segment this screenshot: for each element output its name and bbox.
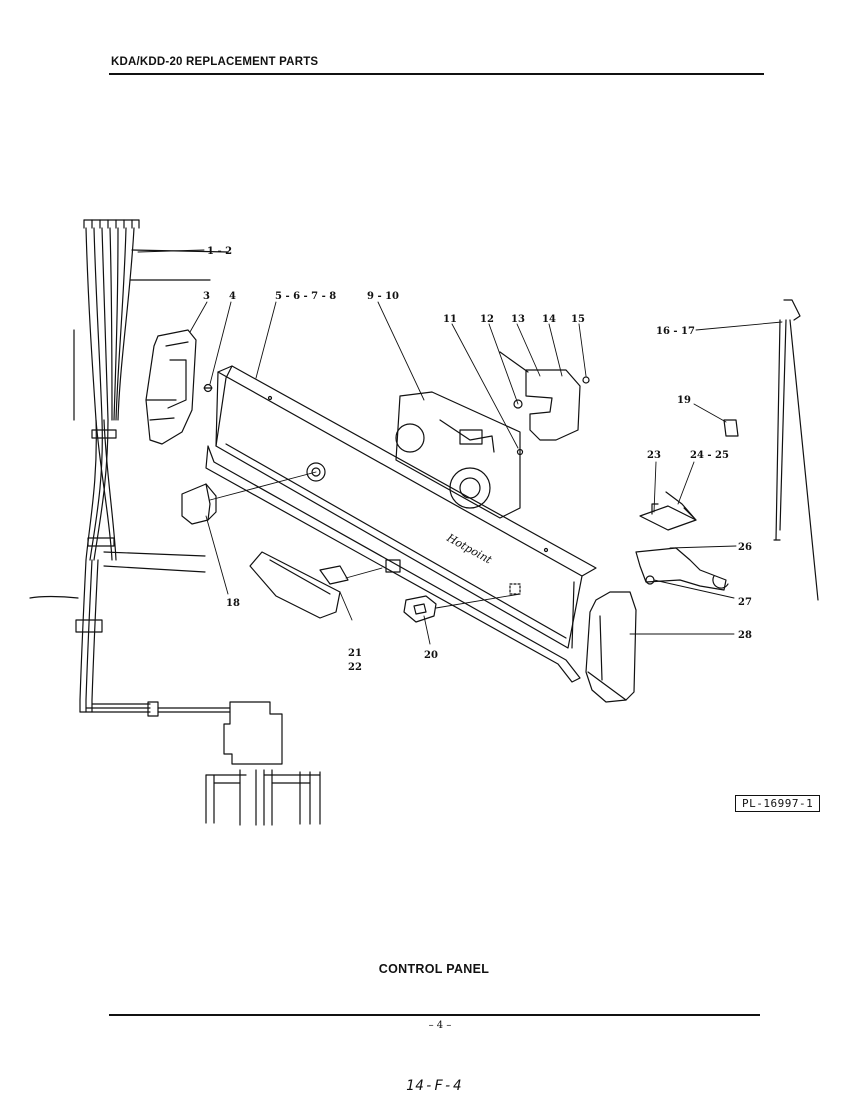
control-panel-body <box>205 365 597 683</box>
callout-23: 23 <box>647 450 661 461</box>
callout-9-10: 9 - 10 <box>367 291 399 302</box>
timer <box>395 391 521 519</box>
callout-16-17: 16 - 17 <box>656 326 695 337</box>
right-endcap <box>585 591 637 703</box>
callout-20: 20 <box>424 650 438 661</box>
leader-lines <box>137 249 783 645</box>
callout-12: 12 <box>480 314 494 325</box>
page-title: KDA/KDD-20 REPLACEMENT PARTS <box>111 56 319 68</box>
door-handle <box>249 551 349 619</box>
callout-24-25: 24 - 25 <box>690 450 729 461</box>
callout-26: 26 <box>738 542 752 553</box>
callout-13: 13 <box>511 314 525 325</box>
figure-caption: CONTROL PANEL <box>378 962 490 976</box>
page-number: – 4 – <box>428 1020 452 1031</box>
panel-brand-script: Hotpoint <box>444 531 495 567</box>
rocker-switch <box>403 595 437 623</box>
spring-clip <box>723 419 739 437</box>
callout-3: 3 <box>203 291 210 302</box>
switch-bracket <box>499 351 590 456</box>
callout-18: 18 <box>226 598 240 609</box>
door-link-rods <box>773 299 819 601</box>
callout-5-8: 5 - 6 - 7 - 8 <box>275 291 336 302</box>
callout-28: 28 <box>738 630 752 641</box>
callout-22: 22 <box>348 662 362 673</box>
callout-11: 11 <box>443 314 457 325</box>
callout-1-2: 1 - 2 <box>207 246 232 257</box>
handwritten-note: 14-F-4 <box>406 1078 463 1094</box>
callout-27: 27 <box>738 597 752 608</box>
header-rule <box>109 73 764 75</box>
callout-15: 15 <box>571 314 585 325</box>
footer-rule <box>109 1014 760 1016</box>
callout-21: 21 <box>348 648 362 659</box>
wire-harness <box>29 219 321 826</box>
callout-14: 14 <box>542 314 556 325</box>
screw <box>203 383 213 393</box>
reference-code: PL-16997-1 <box>735 795 821 812</box>
left-endcap <box>145 329 197 445</box>
callout-4: 4 <box>229 291 236 302</box>
callout-19: 19 <box>677 395 691 406</box>
right-endcap-detail <box>587 615 627 701</box>
control-knob <box>181 483 217 525</box>
door-switch-assembly <box>635 491 729 591</box>
